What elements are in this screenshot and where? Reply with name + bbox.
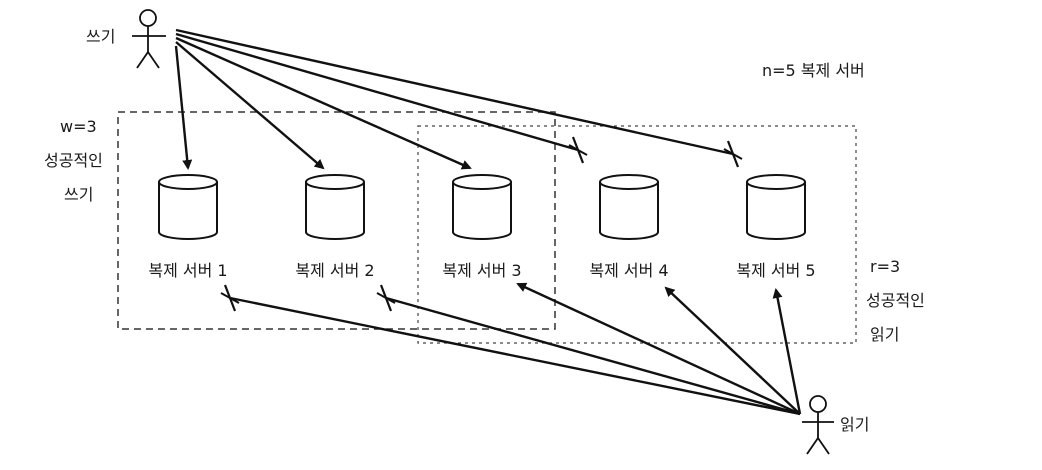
replica-label: 복제 서버 5: [736, 261, 815, 280]
read-request-lines: [220, 282, 802, 416]
failed-mark-icon: [220, 284, 240, 312]
failed-mark-icon: [723, 140, 743, 168]
write-request-lines: [174, 28, 743, 170]
read-quorum-box: [417, 125, 857, 344]
read-arrow-5: [772, 288, 802, 415]
database-icon: [158, 174, 218, 240]
write-quorum-line1: w=3: [60, 117, 97, 136]
replica-3: 복제 서버 3: [442, 174, 522, 280]
write-quorum-box: [117, 111, 556, 330]
read-arrow-4: [664, 286, 801, 415]
database-icon: [746, 174, 806, 240]
write-line-5: [175, 28, 734, 156]
failed-mark-icon: [376, 284, 396, 312]
database-icon: [452, 174, 512, 240]
failed-mark-icon: [568, 136, 588, 164]
read-line-1: [229, 296, 801, 416]
replica-label: 복제 서버 2: [295, 261, 374, 280]
replica-label: 복제 서버 3: [442, 261, 521, 280]
read-line-2: [385, 296, 801, 416]
write-quorum-line3: 쓰기: [64, 185, 93, 204]
writer-label: 쓰기: [86, 27, 115, 46]
replica-label: 복제 서버 4: [589, 261, 668, 280]
replica-1: 복제 서버 1: [148, 174, 228, 280]
replica-4: 복제 서버 4: [589, 174, 669, 280]
read-quorum-line2: 성공적인: [866, 291, 925, 310]
reader-label: 읽기: [840, 415, 869, 434]
write-arrow-1: [174, 45, 193, 170]
replica-5: 복제 서버 5: [736, 174, 816, 280]
read-quorum-line1: r=3: [870, 257, 900, 276]
write-line-4: [175, 32, 579, 152]
replica-label: 복제 서버 1: [148, 261, 227, 280]
write-quorum-line2: 성공적인: [44, 151, 103, 170]
replication-note: n=5 복제 서버: [762, 61, 865, 80]
replica-2: 복제 서버 2: [295, 174, 375, 280]
write-arrow-2: [175, 41, 325, 170]
database-icon: [305, 174, 365, 240]
replica-group: 복제 서버 1 복제 서버 2 복제 서버 3 복제 서버 4 복제 서버 5: [148, 174, 816, 280]
read-quorum-line3: 읽기: [870, 325, 899, 344]
reader-figure-icon: [802, 395, 834, 455]
writer-figure-icon: [132, 9, 166, 69]
read-arrow-3: [516, 282, 801, 416]
write-arrow-3: [175, 36, 472, 170]
database-icon: [599, 174, 659, 240]
